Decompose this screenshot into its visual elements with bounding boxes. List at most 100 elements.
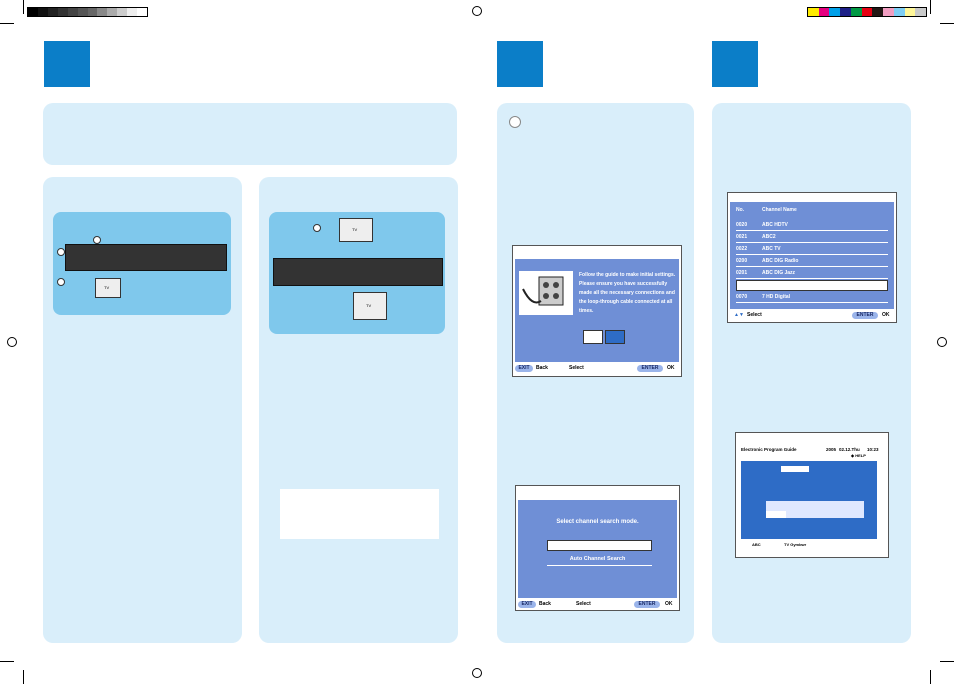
channel-number: 0022	[736, 246, 748, 252]
exit-key[interactable]: EXIT	[515, 365, 533, 372]
select-label: Select	[747, 312, 762, 318]
tv-icon: TV	[95, 278, 121, 298]
select-label: Select	[576, 601, 591, 607]
channel-number: 0201	[736, 270, 748, 276]
channel-name: ABC2	[762, 234, 776, 240]
step-circle	[509, 116, 521, 128]
channel-name: ABC HDTV	[762, 222, 788, 228]
callout-circle	[57, 248, 65, 256]
connection-panel-b: TV TV	[259, 177, 458, 643]
col-name-header: Channel Name	[762, 207, 797, 213]
tv-icon: TV	[353, 292, 387, 320]
epg-screen: Electronic Program Guide 2005 02.12.Thu …	[735, 432, 889, 558]
channel-row[interactable]: 0200 ABC DIG Radio	[736, 256, 888, 267]
crop-mark	[0, 661, 14, 662]
step-marker	[497, 41, 543, 87]
recorder-icon	[273, 258, 443, 286]
intro-panel	[43, 103, 457, 165]
note-box	[280, 489, 439, 539]
crop-mark	[940, 661, 954, 662]
channel-row[interactable]: 0022 ABC TV	[736, 244, 888, 255]
setup-screen: Follow the guide to make initial setting…	[512, 245, 682, 377]
grayscale-bar	[27, 7, 148, 17]
scart-connector-icon	[519, 271, 573, 315]
option-underline	[547, 565, 652, 566]
recorder-icon	[65, 244, 227, 271]
epg-info-sub	[766, 511, 786, 518]
enter-key[interactable]: ENTER	[852, 312, 878, 319]
search-mode-field[interactable]	[547, 540, 652, 551]
help-label: HELP	[855, 453, 866, 458]
setup-message: Follow the guide to make initial setting…	[579, 272, 676, 314]
exit-key[interactable]: EXIT	[518, 601, 536, 608]
registration-mark-icon	[7, 337, 17, 347]
crop-mark	[23, 670, 24, 684]
step-marker	[712, 41, 758, 87]
crop-mark	[940, 23, 954, 24]
connection-panel-a: TV	[43, 177, 242, 643]
step-marker	[44, 41, 90, 87]
epg-help[interactable]: ◆ HELP	[851, 453, 866, 458]
back-label: Back	[539, 601, 551, 607]
channel-name: ABC DIG Jazz	[762, 270, 796, 276]
registration-mark-icon	[472, 6, 482, 16]
setup-screen-body: Follow the guide to make initial setting…	[515, 259, 679, 362]
tv-label: TV	[104, 285, 110, 290]
registration-mark-icon	[472, 668, 482, 678]
search-screen-body: Select channel search mode. Auto Channel…	[518, 500, 677, 598]
channel-name: 7 HD Digital	[762, 294, 791, 300]
channel-row[interactable]: 0021 ABC2	[736, 232, 888, 243]
epg-selected-cell[interactable]	[781, 466, 809, 472]
ok-label: OK	[882, 312, 890, 318]
connection-diagram-a: TV	[53, 212, 231, 315]
ok-label: OK	[667, 365, 675, 371]
tv-label: TV	[366, 303, 372, 308]
setup-panel: Follow the guide to make initial setting…	[497, 103, 694, 643]
back-label: Back	[536, 365, 548, 371]
channel-name: ABC TV	[762, 246, 781, 252]
select-label: Select	[569, 365, 584, 371]
color-bar	[807, 7, 927, 17]
arrow-keys-icon: ▲▼	[734, 312, 744, 318]
channel-row-selected[interactable]	[736, 280, 888, 291]
enter-key[interactable]: ENTER	[637, 365, 663, 372]
channel-number: 0021	[736, 234, 748, 240]
auto-channel-search-option[interactable]: Auto Channel Search	[569, 556, 626, 562]
crop-mark	[23, 0, 24, 14]
callout-circle	[57, 278, 65, 286]
channel-name: ABC DIG Radio	[762, 258, 799, 264]
tv-label: TV	[352, 227, 358, 232]
connection-diagram-b: TV TV	[269, 212, 445, 334]
registration-mark-icon	[937, 337, 947, 347]
channel-search-screen: Select channel search mode. Auto Channel…	[515, 485, 680, 611]
crop-mark	[930, 670, 931, 684]
option-button-left[interactable]	[583, 330, 603, 344]
epg-channel: ABC	[752, 542, 761, 547]
search-prompt: Select channel search mode.	[556, 519, 639, 525]
epg-time: 10:23	[867, 447, 879, 452]
ok-label: OK	[665, 601, 673, 607]
epg-program: TV Gymbwr	[784, 542, 807, 547]
channel-number: 0070	[736, 294, 748, 300]
epg-info-box	[766, 501, 864, 518]
epg-day: 02.12.Thu	[839, 447, 860, 452]
callout-circle	[93, 236, 101, 244]
channel-row[interactable]: 0070 7 HD Digital	[736, 292, 888, 303]
tv-icon: TV	[339, 218, 373, 242]
channel-number: 0200	[736, 258, 748, 264]
callout-circle	[313, 224, 321, 232]
channel-row[interactable]: 0201 ABC DIG Jazz	[736, 268, 888, 279]
col-no-header: No.	[736, 207, 745, 213]
channel-row[interactable]: 0020 ABC HDTV	[736, 220, 888, 231]
crop-mark	[0, 23, 14, 24]
enter-key[interactable]: ENTER	[634, 601, 660, 608]
crop-mark	[930, 0, 931, 14]
epg-grid	[741, 461, 877, 539]
epg-title: Electronic Program Guide	[741, 447, 797, 452]
epg-date: 2005	[826, 447, 837, 452]
option-button-right[interactable]	[605, 330, 625, 344]
channel-number: 0020	[736, 222, 748, 228]
